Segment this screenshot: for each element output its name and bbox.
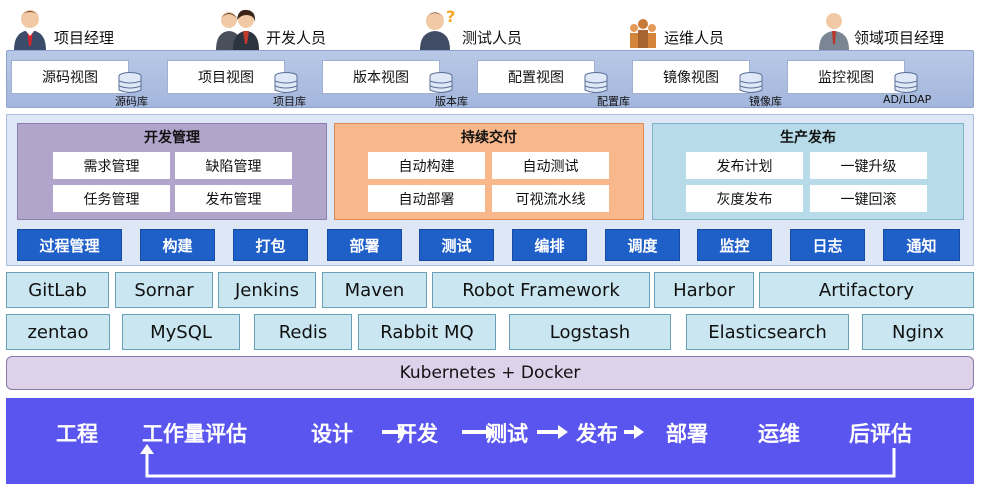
capability-bar: 编排	[512, 229, 587, 261]
tool-box: GitLab	[6, 272, 109, 308]
lifecycle-step: 测试	[486, 422, 528, 446]
platform-bar: Kubernetes + Docker	[6, 356, 974, 390]
capability-bar: 日志	[790, 229, 865, 261]
role-label: 运维人员	[664, 29, 725, 47]
database-icon	[583, 72, 609, 94]
tool-box: Sornar	[115, 272, 213, 308]
group-item: 发布计划	[686, 152, 803, 179]
ops-team-avatar-icon	[626, 6, 660, 50]
tool-box: Jenkins	[218, 272, 316, 308]
role-developers: 开发人员	[214, 4, 326, 50]
tool-box: zentao	[6, 314, 110, 350]
flow-arrow-head	[634, 425, 644, 439]
tester-avatar-icon: ?	[418, 6, 458, 50]
lifecycle-step: 工作量评估	[142, 422, 247, 446]
capability-bar: 打包	[233, 229, 308, 261]
role-project-manager: 项目经理	[10, 4, 114, 50]
manager-avatar-icon	[10, 6, 50, 50]
svg-text:?: ?	[446, 7, 455, 26]
lifecycle-step: 设计	[311, 422, 353, 446]
capability-bar: 部署	[327, 229, 402, 261]
role-tester: ? 测试人员	[418, 4, 522, 50]
tool-box: Rabbit MQ	[358, 314, 496, 350]
group-item: 自动部署	[368, 185, 485, 212]
tool-box: Harbor	[654, 272, 754, 308]
view-box: 版本视图	[322, 60, 440, 94]
tool-box: Robot Framework	[432, 272, 650, 308]
lifecycle-band: 工程 工作量评估 设计 开发 测试 发布 部署 运维 后评估	[6, 398, 974, 484]
tool-box: Maven	[322, 272, 427, 308]
role-label: 开发人员	[266, 29, 327, 47]
domain-manager-avatar-icon	[818, 6, 850, 50]
view-box: 配置视图	[477, 60, 595, 94]
group-item: 一键升级	[810, 152, 927, 179]
repository-label: 项目库	[273, 95, 306, 108]
repository-label: 源码库	[115, 95, 148, 108]
capability-bar: 监控	[697, 229, 772, 261]
capability-bar: 构建	[140, 229, 215, 261]
feedback-loop-arrow	[140, 425, 896, 478]
database-icon	[428, 72, 454, 94]
role-label: 项目经理	[54, 29, 115, 47]
role-ops: 运维人员	[626, 4, 724, 50]
developers-avatar-icon	[214, 6, 262, 50]
group-item: 发布管理	[175, 185, 292, 212]
capability-bar: 通知	[883, 229, 960, 261]
group-continuous-delivery: 持续交付 自动构建 自动测试 自动部署 可视流水线	[334, 123, 644, 220]
lifecycle-step: 工程	[56, 422, 98, 446]
flow-arrow-head	[558, 425, 568, 439]
view-box: 监控视图	[787, 60, 905, 94]
group-dev-management: 开发管理 需求管理 缺陷管理 任务管理 发布管理	[17, 123, 327, 220]
tool-box: MySQL	[122, 314, 240, 350]
database-icon	[738, 72, 764, 94]
lifecycle-step: 开发	[396, 422, 438, 446]
group-item: 任务管理	[53, 185, 170, 212]
view-box: 镜像视图	[632, 60, 750, 94]
flow-arrow-head	[486, 425, 496, 439]
group-title: 生产发布	[780, 130, 836, 146]
group-item: 可视流水线	[492, 185, 609, 212]
database-icon	[273, 72, 299, 94]
lifecycle-step: 部署	[666, 422, 708, 446]
management-panel: 开发管理 需求管理 缺陷管理 任务管理 发布管理 持续交付 自动构建 自动测试 …	[6, 114, 974, 266]
view-box: 源码视图	[11, 60, 129, 94]
lifecycle-step: 运维	[758, 422, 800, 446]
group-production-release: 生产发布 发布计划 一键升级 灰度发布 一键回滚	[652, 123, 964, 220]
group-item: 缺陷管理	[175, 152, 292, 179]
group-item: 一键回滚	[810, 185, 927, 212]
repository-label: 镜像库	[749, 95, 782, 108]
group-item: 自动构建	[368, 152, 485, 179]
tool-box: Nginx	[862, 314, 974, 350]
tool-box: Logstash	[509, 314, 671, 350]
lifecycle-step: 发布	[576, 422, 618, 446]
flow-arrow-head	[398, 425, 408, 439]
group-item: 灰度发布	[686, 185, 803, 212]
repository-label: AD/LDAP	[883, 93, 932, 106]
repository-label: 版本库	[435, 95, 468, 108]
database-icon	[117, 72, 143, 94]
view-box: 项目视图	[167, 60, 285, 94]
role-domain-project-manager: 领域项目经理	[818, 4, 944, 50]
role-label: 测试人员	[462, 29, 523, 47]
capability-bar: 调度	[605, 229, 680, 261]
group-item: 自动测试	[492, 152, 609, 179]
group-item: 需求管理	[53, 152, 170, 179]
tool-box: Redis	[254, 314, 352, 350]
group-title: 持续交付	[461, 130, 517, 146]
repository-label: 配置库	[597, 95, 630, 108]
tool-box: Artifactory	[759, 272, 974, 308]
group-title: 开发管理	[144, 130, 200, 146]
capability-bar: 测试	[419, 229, 494, 261]
capability-bar: 过程管理	[17, 229, 122, 261]
role-label: 领域项目经理	[854, 29, 945, 47]
lifecycle-step: 后评估	[849, 422, 912, 446]
tool-box: Elasticsearch	[686, 314, 849, 350]
database-icon	[893, 72, 919, 94]
